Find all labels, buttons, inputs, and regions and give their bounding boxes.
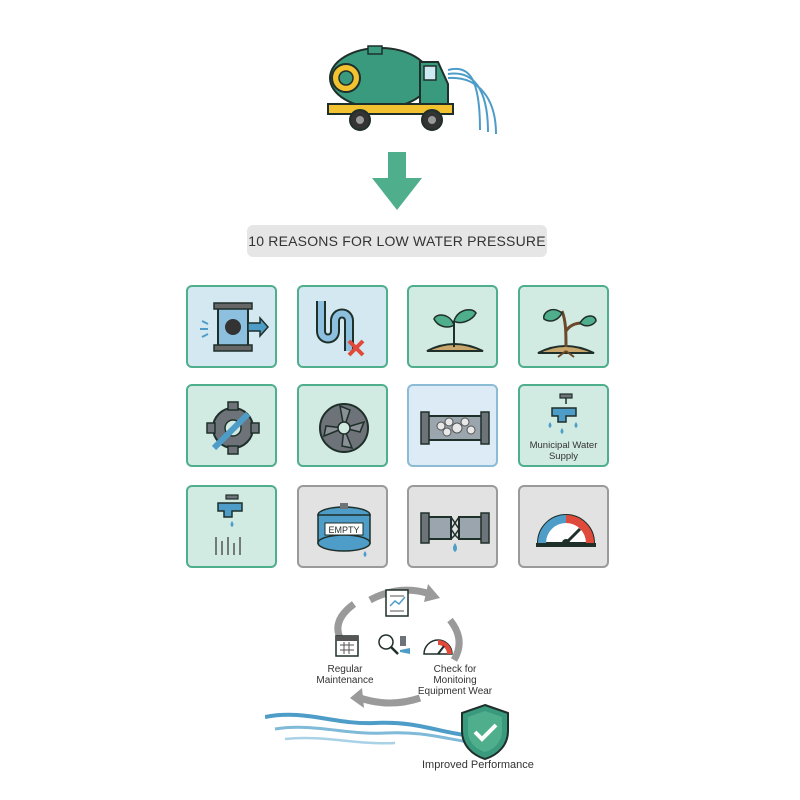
cycle-arrow <box>334 601 357 640</box>
tank-label: EMPTY <box>328 525 359 535</box>
reason-tile <box>297 285 388 368</box>
reason-tile <box>407 485 498 568</box>
reason-tile <box>518 285 609 368</box>
tile-label: Municipal Water Supply <box>529 440 598 462</box>
page-title: 10 REASONS FOR LOW WATER PRESSURE <box>247 225 547 257</box>
reason-tile <box>407 285 498 368</box>
equipment-wear-label: Check for Monitoing Equipment Wear <box>417 664 493 697</box>
reason-tile: EMPTY <box>297 485 388 568</box>
pressure-gauge-icon <box>536 514 596 547</box>
reason-tile <box>297 384 388 467</box>
clogged-pipe-valve-icon <box>200 302 270 352</box>
maintenance-cycle-diagram <box>334 584 463 708</box>
regular-maintenance-label: Regular Maintenance <box>316 664 374 686</box>
faucet-rain-icon <box>215 494 243 555</box>
pump-impeller-icon <box>319 403 369 453</box>
reason-tile <box>407 384 498 467</box>
water-tanker-truck-icon <box>327 45 497 135</box>
shield-check-icon <box>461 703 509 761</box>
bent-pipe-cross-icon <box>316 301 365 357</box>
reason-tile <box>186 285 277 368</box>
reason-tile: Municipal Water Supply <box>518 384 609 467</box>
reason-tile <box>186 485 277 568</box>
cycle-arrow <box>447 617 463 662</box>
sediment-pipe-icon <box>420 411 490 445</box>
broken-pipe-leak-icon <box>420 512 490 552</box>
improved-performance-label: Improved Performance <box>422 759 534 771</box>
reason-tile <box>186 384 277 467</box>
faucet-drip-icon <box>548 393 578 434</box>
report-chart-icon <box>385 589 409 617</box>
gear-wrench-icon <box>206 401 260 455</box>
empty-tank-icon: EMPTY <box>317 503 371 557</box>
calendar-icon <box>335 635 359 657</box>
magnifier-icon <box>378 634 399 655</box>
arrow-down-icon <box>372 152 422 210</box>
water-wave-icon <box>265 712 476 745</box>
gauge-small-icon <box>423 639 453 655</box>
reason-tile <box>518 485 609 568</box>
wrench-small-icon <box>400 636 410 654</box>
seedling-soil-icon <box>426 308 484 352</box>
tree-roots-soil-icon <box>537 308 597 358</box>
cycle-arrow <box>358 694 422 707</box>
